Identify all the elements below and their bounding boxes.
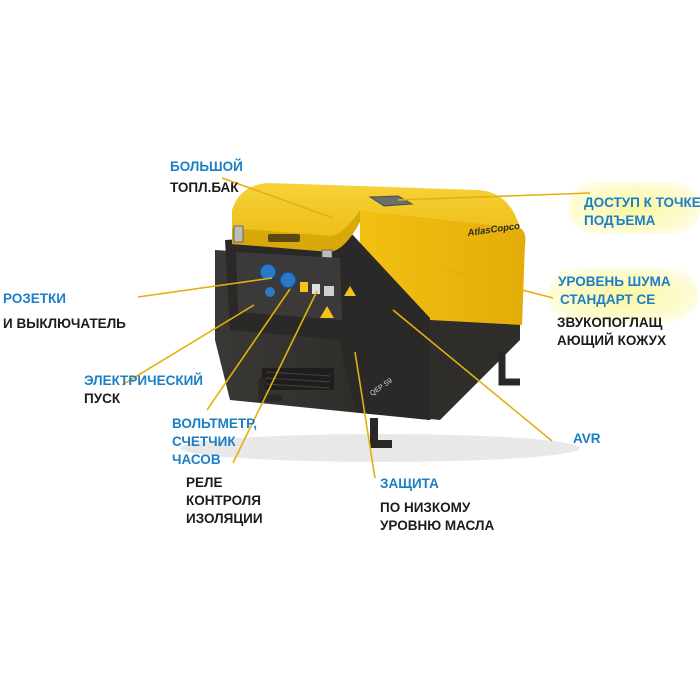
- leader-avr: [392, 309, 553, 442]
- socket-2: [279, 271, 297, 289]
- sockets-line2: И ВЫКЛЮЧАТЕЛЬ: [3, 316, 126, 331]
- lift-point-highlight: [568, 182, 700, 234]
- relay-line2: КОНТРОЛЯ: [186, 493, 261, 508]
- meter: [324, 286, 334, 296]
- noise-line1: УРОВЕНЬ ШУМА: [558, 274, 671, 289]
- relay-line1: РЕЛЕ: [186, 475, 223, 490]
- leader-sockets: [137, 277, 273, 298]
- leader-protection: [354, 351, 376, 479]
- voltmeter-line1: ВОЛЬТМЕТР,: [172, 416, 258, 431]
- callout-relay: РЕЛЕ КОНТРОЛЯ ИЗОЛЯЦИИ: [186, 474, 263, 528]
- socket-1: [259, 263, 277, 281]
- big-tank-line2: ТОПЛ.БАК: [170, 180, 239, 195]
- foot-right: [498, 352, 520, 386]
- leader-lines: [121, 177, 591, 479]
- latch-left: [233, 225, 244, 243]
- warning-sign-1: [344, 286, 356, 296]
- noise-line2: СТАНДАРТ CE: [560, 292, 656, 307]
- leader-relay: [232, 290, 318, 464]
- switch-1: [300, 282, 308, 292]
- leader-electric-start: [121, 304, 255, 386]
- callout-protection: ЗАЩИТА ПО НИЗКОМУ УРОВНЮ МАСЛА: [380, 475, 494, 535]
- lift-point-hatch: [368, 195, 414, 207]
- avr-line1: AVR: [573, 431, 601, 446]
- leader-lift-point: [397, 192, 591, 201]
- lift-point-line2: ПОДЪЕМА: [584, 213, 656, 228]
- warning-sign-2: [320, 306, 334, 318]
- sockets-line1: РОЗЕТКИ: [3, 291, 66, 306]
- callout-avr: AVR: [573, 430, 601, 448]
- lift-point-line1: ДОСТУП К ТОЧКЕ: [584, 195, 700, 210]
- foot-left: [258, 378, 282, 402]
- leader-noise: [444, 269, 554, 299]
- callout-electric-start: ЭЛЕКТРИЧЕСКИЙ ПУСК: [84, 372, 203, 408]
- big-tank-line1: БОЛЬШОЙ: [170, 159, 243, 174]
- callout-big-tank: БОЛЬШОЙ ТОПЛ.БАК: [170, 158, 243, 197]
- callout-voltmeter: ВОЛЬТМЕТР, СЧЕТЧИК ЧАСОВ: [172, 415, 257, 469]
- vent-grille: [262, 368, 334, 390]
- callout-noise: УРОВЕНЬ ШУМА СТАНДАРТ CE: [558, 273, 671, 309]
- noise-highlight: [548, 268, 698, 322]
- voltmeter-line3: ЧАСОВ: [172, 452, 221, 467]
- protection-line2: ПО НИЗКОМУ: [380, 500, 471, 515]
- leader-big-tank: [221, 177, 334, 219]
- socket-3: [265, 287, 275, 297]
- callout-lift-point: ДОСТУП К ТОЧКЕ ПОДЪЕМА: [584, 194, 700, 230]
- protection-line3: УРОВНЮ МАСЛА: [380, 518, 495, 533]
- foot-center: [370, 418, 392, 448]
- leader-voltmeter: [206, 288, 291, 411]
- housing-line1: ЗВУКОПОГЛАЩ: [557, 315, 663, 330]
- top-cover-front-lip: [232, 210, 360, 252]
- switch-2: [312, 284, 320, 294]
- yellow-top-cover: [232, 183, 520, 250]
- protection-line1: ЗАЩИТА: [380, 476, 439, 491]
- top-handle-recess: [268, 234, 300, 242]
- callout-housing: ЗВУКОПОГЛАЩ АЮЩИЙ КОЖУХ: [557, 314, 666, 350]
- callout-sockets: РОЗЕТКИ И ВЫКЛЮЧАТЕЛЬ: [3, 290, 126, 333]
- housing-line2: АЮЩИЙ КОЖУХ: [557, 333, 667, 348]
- relay-line3: ИЗОЛЯЦИИ: [186, 511, 263, 526]
- voltmeter-line2: СЧЕТЧИК: [172, 434, 236, 449]
- electric-start-line1: ЭЛЕКТРИЧЕСКИЙ: [84, 373, 203, 388]
- electric-start-line2: ПУСК: [84, 391, 121, 406]
